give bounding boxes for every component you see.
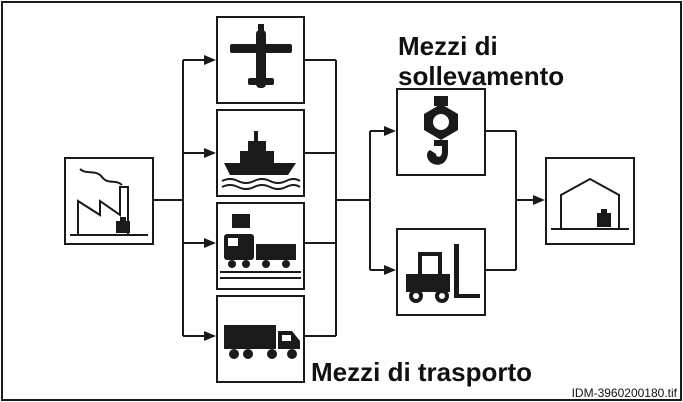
train-icon: [220, 214, 301, 279]
arrowheads: [204, 55, 545, 341]
road-transport-box: [216, 295, 305, 383]
factory-box: [64, 157, 154, 245]
lifting-label-line1: Mezzi di: [398, 31, 498, 61]
ship-icon: [221, 131, 301, 190]
sea-transport-box: [216, 109, 305, 197]
image-code: IDM-3960200180.tif: [571, 386, 677, 400]
lifting-means-label: Mezzi di sollevamento: [398, 31, 564, 91]
airplane-icon: [230, 24, 292, 88]
transport-means-label: Mezzi di trasporto: [311, 357, 533, 387]
truck-icon: [224, 325, 300, 359]
warehouse-icon: [551, 177, 629, 230]
warehouse-box: [545, 157, 635, 245]
factory-icon: [70, 168, 148, 236]
forklift-box: [396, 228, 486, 316]
crane-hook-icon: [424, 96, 458, 165]
forklift-icon: [406, 244, 480, 303]
air-transport-box: [216, 16, 305, 104]
crane-hook-box: [396, 88, 486, 176]
lifting-label-line2: sollevamento: [398, 61, 565, 91]
rail-transport-box: [216, 202, 305, 290]
